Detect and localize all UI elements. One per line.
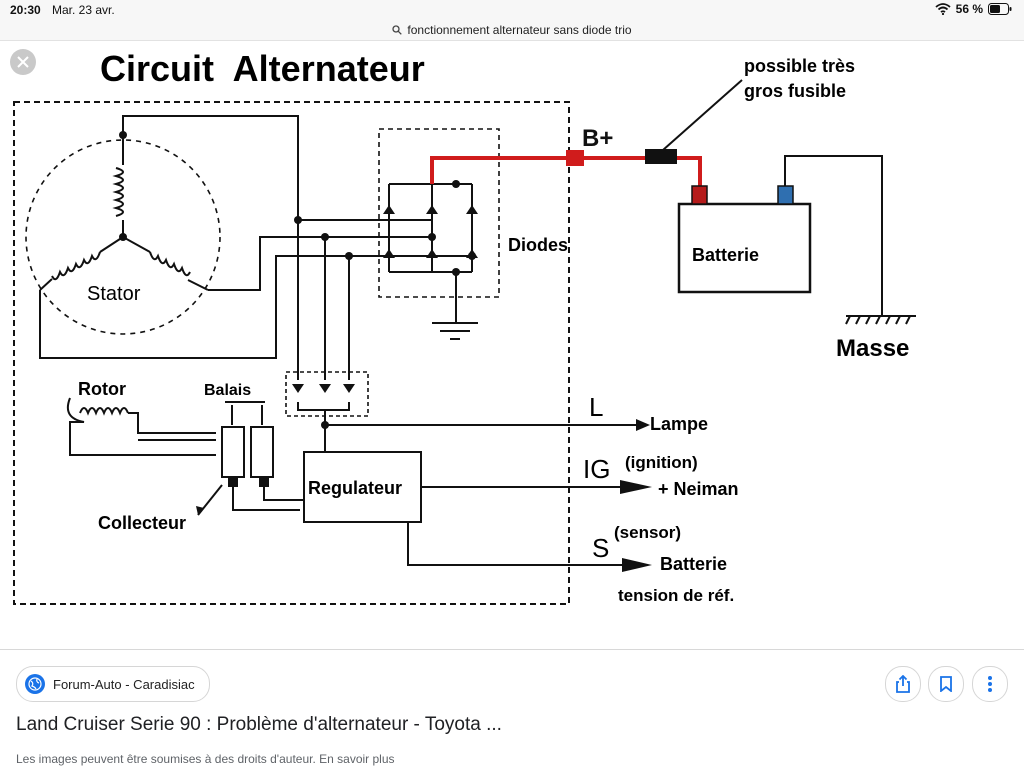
stator-label: Stator — [87, 283, 141, 305]
url-bar[interactable]: fonctionnement alternateur sans diode tr… — [0, 20, 1024, 41]
status-date: Mar. 23 avr. — [52, 3, 115, 17]
s-terminal-label: S — [592, 533, 609, 563]
diagram-title: Circuit Alternateur — [100, 48, 425, 89]
alternator-circuit-diagram: Circuit Alternateur possible très gros f… — [13, 48, 916, 605]
search-icon — [392, 25, 403, 35]
source-chip[interactable]: Forum-Auto - Caradisiac — [16, 666, 210, 702]
bookmark-button[interactable] — [928, 666, 964, 702]
close-button[interactable] — [10, 49, 36, 75]
l-target-label: Lampe — [650, 414, 708, 434]
diodes-label: Diodes — [508, 235, 568, 255]
copyright-notice: Les images peuvent être soumises à des d… — [16, 752, 395, 766]
battery-icon — [988, 3, 1012, 15]
ig-note-label: (ignition) — [625, 453, 698, 472]
ground-label: Masse — [836, 335, 909, 362]
collector-label: Collecteur — [98, 513, 186, 533]
fuse-note-line1: possible très — [744, 56, 855, 76]
globe-icon — [25, 674, 45, 694]
battery-label: Batterie — [692, 245, 759, 265]
share-button[interactable] — [885, 666, 921, 702]
status-bar: 20:30 Mar. 23 avr. 56 % — [0, 0, 1024, 20]
regulator-label: Regulateur — [308, 478, 402, 498]
wifi-icon — [935, 3, 951, 15]
s-target-line2-label: tension de réf. — [618, 586, 734, 605]
share-icon — [896, 675, 910, 693]
battery-percent: 56 % — [955, 2, 983, 16]
more-options-button[interactable] — [972, 666, 1008, 702]
ig-terminal-label: IG — [583, 454, 610, 484]
source-name: Forum-Auto - Caradisiac — [53, 676, 195, 692]
ig-target-label: + Neiman — [658, 479, 739, 499]
brushes-label: Balais — [204, 382, 251, 399]
divider — [0, 649, 1024, 650]
result-title[interactable]: Land Cruiser Serie 90 : Problème d'alter… — [16, 714, 502, 735]
rotor-label: Rotor — [78, 379, 126, 399]
fuse-note-line2: gros fusible — [744, 81, 846, 101]
status-indicators: 56 % — [935, 2, 1012, 16]
more-icon — [988, 676, 992, 692]
status-time: 20:30 — [10, 3, 41, 17]
search-query: fonctionnement alternateur sans diode tr… — [407, 23, 632, 37]
b-plus-label: B+ — [582, 125, 613, 152]
l-terminal-label: L — [589, 392, 603, 422]
close-icon — [17, 56, 29, 68]
image-viewer: Circuit Alternateur possible très gros f… — [0, 41, 1024, 649]
s-note-label: (sensor) — [614, 523, 681, 542]
s-target-label: Batterie — [660, 554, 727, 574]
bookmark-icon — [940, 676, 952, 692]
